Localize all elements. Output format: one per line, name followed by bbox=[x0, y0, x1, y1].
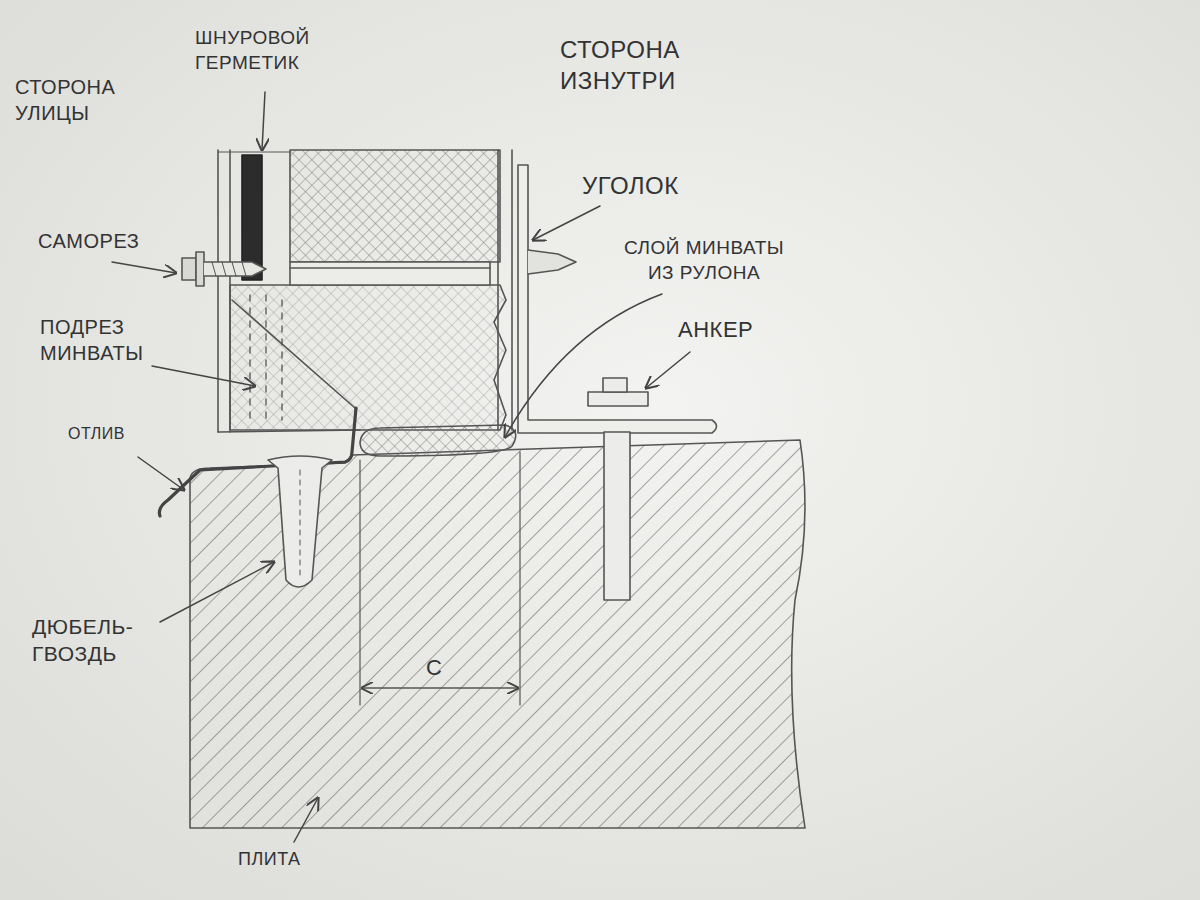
callout-label: СЛОЙ МИНВАТЫ ИЗ РУЛОНА bbox=[615, 236, 793, 285]
callout-label: ПЛИТА bbox=[238, 848, 301, 871]
leader-line bbox=[262, 92, 265, 150]
concrete-slab bbox=[190, 440, 805, 828]
frame-body bbox=[290, 150, 500, 262]
frame-inner-wall bbox=[497, 150, 499, 430]
leader-lines bbox=[112, 92, 690, 842]
leader-line bbox=[112, 262, 176, 273]
callout-label: ШНУРОВОЙ ГЕРМЕТИК bbox=[195, 26, 345, 75]
callout-label: ОТЛИВ bbox=[68, 424, 125, 445]
callout-label: СТОРОНА УЛИЦЫ bbox=[15, 74, 135, 126]
leader-line bbox=[138, 457, 184, 490]
leader-line bbox=[505, 294, 662, 437]
anchor-nut bbox=[603, 378, 627, 392]
dowel-axis bbox=[300, 470, 301, 575]
callout-label: САМОРЕЗ bbox=[38, 228, 139, 254]
dimension-extension bbox=[519, 452, 520, 705]
bracket-screw bbox=[528, 250, 576, 274]
callout-label: СТОРОНА ИЗНУТРИ bbox=[560, 34, 730, 96]
frame-band-line bbox=[290, 267, 490, 269]
screw-washer bbox=[196, 252, 204, 286]
callout-label: УГОЛОК bbox=[582, 170, 679, 201]
callout-label: ПОДРЕЗ МИНВАТЫ bbox=[40, 314, 180, 366]
callout-label: АНКЕР bbox=[678, 316, 753, 345]
anchor-shaft bbox=[604, 432, 630, 600]
leader-line bbox=[294, 798, 318, 842]
angle-bracket bbox=[518, 165, 717, 433]
screw-thread bbox=[212, 262, 246, 276]
leader-line bbox=[646, 352, 690, 388]
leader-line bbox=[160, 562, 274, 622]
frame-bottom bbox=[218, 430, 360, 432]
roll-wool-strip bbox=[360, 425, 516, 456]
callout-label: С bbox=[426, 654, 442, 683]
anchor-washer bbox=[588, 392, 648, 406]
screw-head bbox=[182, 258, 196, 280]
frame-band bbox=[290, 262, 490, 285]
screw-shaft bbox=[204, 262, 266, 276]
dimension-extension bbox=[359, 460, 360, 705]
leader-line bbox=[533, 206, 600, 240]
mineral-wool-fill bbox=[230, 285, 506, 430]
callout-label: ДЮБЕЛЬ- ГВОЗДЬ bbox=[32, 613, 162, 668]
wool-cut-marks bbox=[250, 295, 282, 420]
dimension-line bbox=[362, 687, 518, 688]
leader-line bbox=[152, 366, 255, 386]
frame-top bbox=[218, 152, 290, 153]
frame-outer-wall bbox=[229, 150, 231, 432]
frame-outer-wall bbox=[217, 150, 219, 432]
dowel-nail bbox=[268, 456, 332, 587]
frame-inner-wall bbox=[511, 150, 513, 430]
